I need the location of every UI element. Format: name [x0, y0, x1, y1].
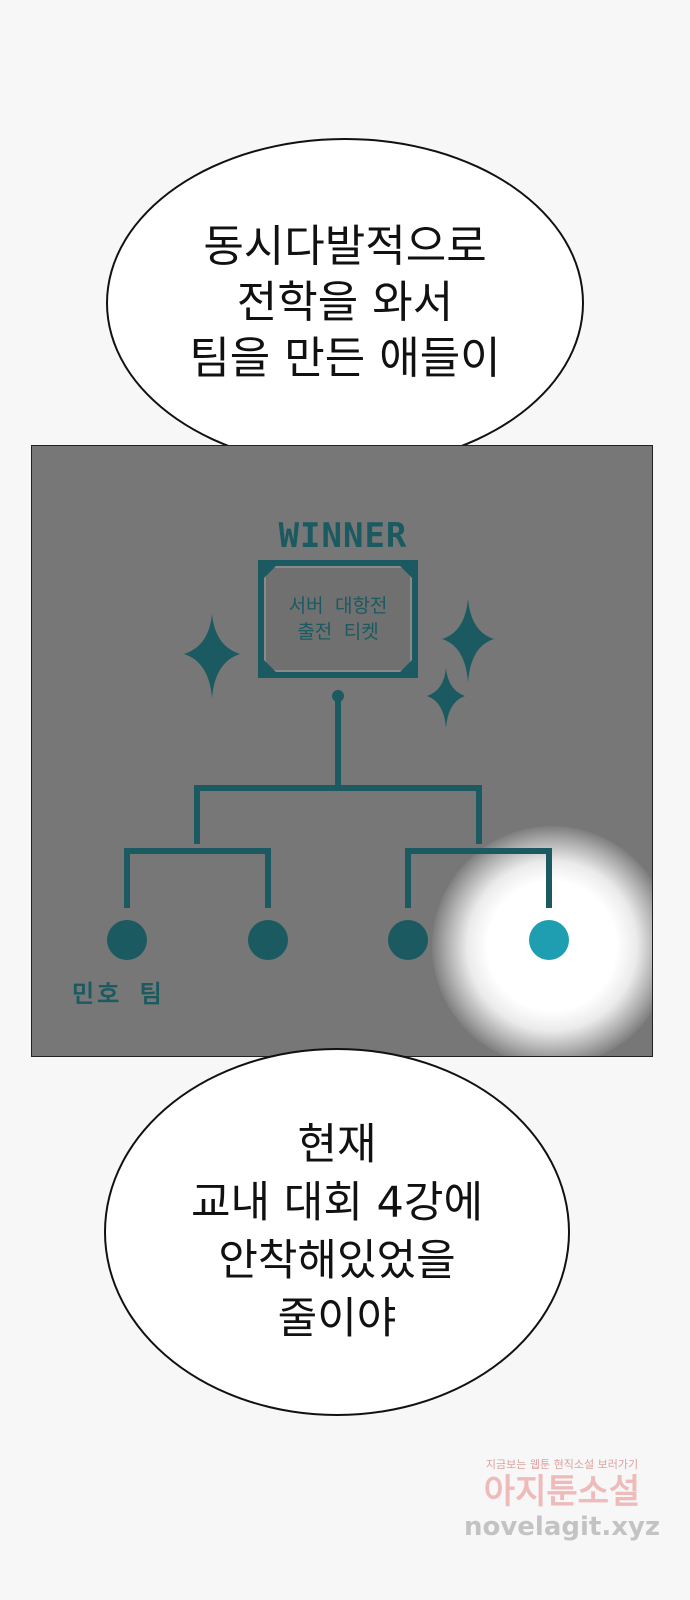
- ticket-inner: 서버 대항전 출전 티켓: [264, 566, 412, 672]
- speech-line: 동시다발적으로: [203, 221, 487, 272]
- sparkle-icon: [184, 614, 240, 698]
- team-label: 민호 팀: [72, 980, 165, 1008]
- winner-label: WINNER: [278, 516, 408, 556]
- bracket-lines: [124, 696, 552, 908]
- speech-line: 줄이야: [277, 1294, 397, 1344]
- speech-bubble-bottom: 현재 교내 대회 4강에 안착해있었을 줄이야: [104, 1048, 570, 1416]
- speech-line: 팀을 만든 애들이: [189, 333, 501, 384]
- team-node: [248, 920, 288, 960]
- bracket-top-node: [332, 690, 344, 702]
- sparkle-icon: [442, 599, 494, 682]
- speech-bubble-top: 동시다발적으로 전학을 와서 팀을 만든 애들이: [106, 138, 584, 468]
- watermark-tagline: 지금보는 웹툰 현직소설 보러가기: [485, 1458, 639, 1471]
- speech-line: 교내 대회 4강에: [190, 1178, 484, 1228]
- speech-line: 안착해있었을: [218, 1236, 456, 1286]
- bracket-diagram: [107, 599, 569, 960]
- ticket-text: 서버 대항전: [288, 595, 388, 617]
- watermark: 지금보는 웹툰 현직소설 보러가기 아지툰소설 novelagit.xyz: [462, 1456, 662, 1542]
- ticket-box: 서버 대항전 출전 티켓: [258, 560, 418, 678]
- watermark-logo-text: 아지툰소설: [483, 1472, 641, 1512]
- watermark-url: novelagit.xyz: [463, 1512, 661, 1542]
- team-node-highlighted: [529, 920, 569, 960]
- sparkle-icon: [427, 668, 465, 728]
- ticket-text: 출전 티켓: [297, 621, 379, 643]
- team-node: [388, 920, 428, 960]
- speech-line: 전학을 와서: [236, 277, 454, 328]
- tournament-bracket-panel: WINNER 서버 대항전 출전 티켓 민호 팀: [31, 445, 653, 1057]
- speech-line: 현재: [297, 1120, 377, 1170]
- team-node: [107, 920, 147, 960]
